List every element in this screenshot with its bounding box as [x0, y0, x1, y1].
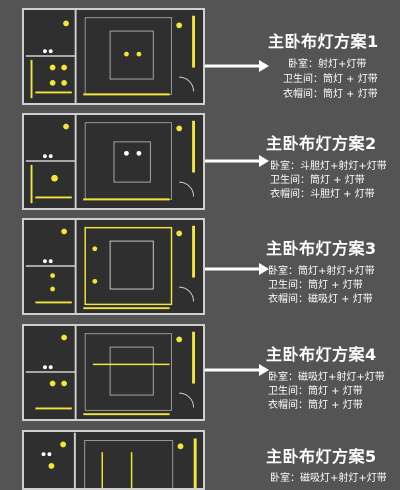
scheme-title-5: 主卧布灯方案5 [266, 447, 377, 466]
arrow-right-icon-1 [205, 60, 269, 72]
scheme-line-4-2: 卫生间：筒灯 + 灯带 [268, 386, 363, 397]
scheme-line-3-2: 卫生间：筒灯 + 灯带 [268, 280, 363, 291]
floor-plan-3 [22, 218, 205, 315]
arrow-right-icon-3 [205, 263, 269, 275]
floor-plan-4 [22, 324, 205, 421]
arrow-right-icon-4 [205, 364, 269, 376]
scheme-line-1-2: 卫生间：筒灯 + 灯带 [283, 74, 378, 85]
scheme-title-3: 主卧布灯方案3 [266, 239, 377, 258]
arrow-right-icon-2 [205, 155, 269, 167]
scheme-line-2-1: 卧室：斗胆灯+射灯+灯带 [270, 161, 387, 172]
scheme-line-1-3: 衣帽间：筒灯 + 灯带 [283, 89, 378, 100]
scheme-line-5-1: 卧室：磁吸灯+射灯+灯带 [270, 473, 387, 484]
scheme-title-4: 主卧布灯方案4 [266, 345, 377, 364]
scheme-line-2-3: 衣帽间：斗胆灯 + 灯带 [270, 189, 375, 200]
floor-plan-2 [22, 113, 205, 210]
scheme-title-1: 主卧布灯方案1 [268, 32, 379, 51]
scheme-line-2-2: 卫生间：筒灯 + 灯带 [270, 175, 365, 186]
scheme-line-3-3: 衣帽间：磁吸灯 + 灯带 [268, 294, 373, 305]
scheme-title-2: 主卧布灯方案2 [266, 134, 377, 153]
scheme-line-4-1: 卧室：磁吸灯+射灯+灯带 [268, 372, 385, 383]
floor-plan-1 [22, 8, 205, 105]
scheme-line-3-1: 卧室：筒灯+射灯+灯带 [268, 266, 375, 277]
scheme-line-4-3: 衣帽间：筒灯 + 灯带 [268, 400, 363, 411]
floor-plan-5 [22, 430, 205, 490]
scheme-line-1-1: 卧室：射灯+灯带 [288, 59, 367, 70]
